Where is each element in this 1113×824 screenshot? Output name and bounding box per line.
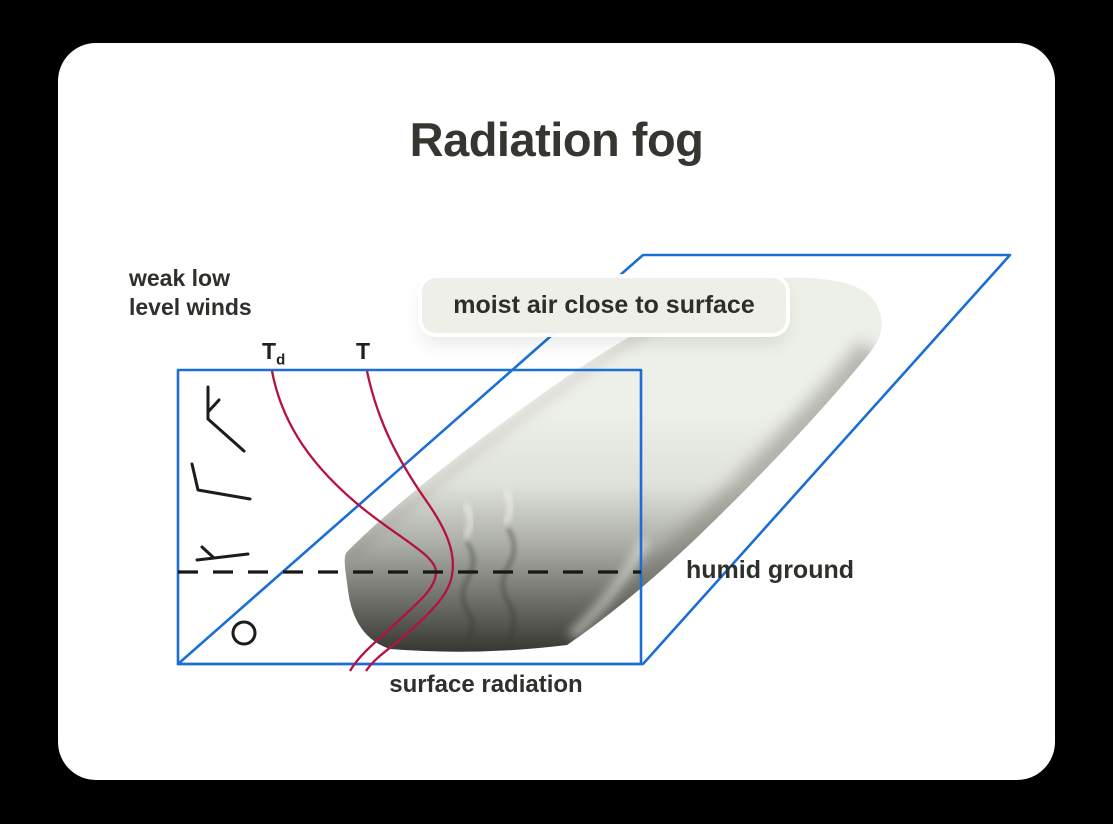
dewpoint-subscript: d — [276, 351, 286, 369]
squiggle-highlight — [463, 503, 473, 539]
temperature-curve — [365, 370, 454, 672]
wind-barb-icon — [195, 545, 250, 562]
wind-barb-icon — [206, 385, 246, 453]
wind-label-line1: weak low — [129, 265, 230, 291]
wind-label-line2: level winds — [129, 294, 252, 320]
radiation-squiggle — [460, 541, 476, 643]
fog-corner-highlight — [568, 537, 650, 640]
profile-panel-outline — [176, 368, 643, 666]
dewpoint-curve — [270, 370, 438, 672]
wind-label: weak low level winds — [129, 264, 252, 322]
dewpoint-axis-label: Td — [262, 338, 285, 369]
calm-wind-icon — [231, 620, 257, 646]
surface-radiation-label: surface radiation — [389, 671, 583, 698]
dewpoint-symbol: T — [262, 338, 277, 364]
humid-ground-label: humid ground — [686, 556, 855, 584]
page-title: Radiation fog — [409, 113, 704, 166]
temperature-axis-label: T — [356, 338, 370, 365]
wind-barb-icon — [190, 462, 252, 501]
squiggle-highlight — [503, 489, 513, 525]
moist-air-callout: moist air close to surface — [422, 278, 786, 333]
temperature-symbol: T — [356, 338, 371, 364]
radiation-squiggle — [500, 527, 517, 644]
moist-air-callout-text: moist air close to surface — [453, 291, 755, 319]
